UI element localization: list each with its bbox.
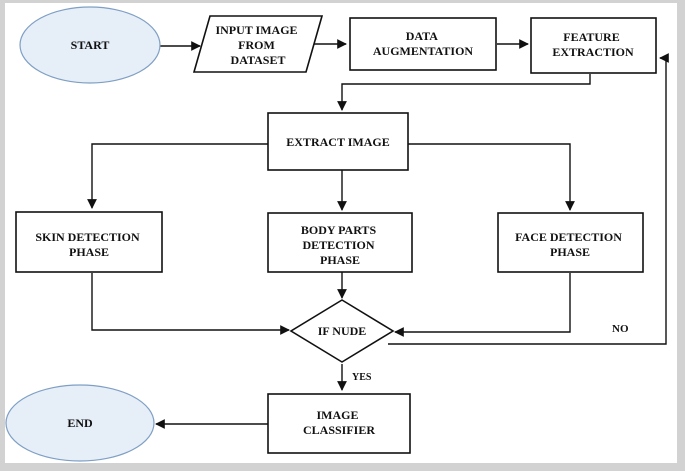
yes-label: YES [352,372,372,383]
extract-image-label: EXTRACT IMAGE [286,135,389,149]
arrow-skin-to-decision [91,273,290,335]
arrow-feature-to-extract [337,74,591,111]
extract-image-node: EXTRACT IMAGE [267,112,409,171]
face-detection-label: FACE DETECTION PHASE [515,230,625,259]
end-node: END [5,384,155,462]
connectors [87,39,669,429]
decision-label: IF NUDE [318,324,367,338]
body-parts-detection-label: BODY PARTS DETECTION PHASE [301,223,379,267]
input-image-node: INPUT IMAGE FROM DATASET [192,15,324,73]
image-classifier-node: IMAGE CLASSIFIER [267,393,411,454]
data-augmentation-label: DATA AUGMENTATION [373,29,474,58]
feature-extraction-node: FEATURE EXTRACTION [530,17,657,74]
start-label: START [71,38,110,52]
decision-node: IF NUDE [289,299,395,363]
arrow-face-to-decision [394,273,571,337]
diagram-frame: START INPUT IMAGE FROM DATASET DATA AUGM… [5,3,677,463]
flowchart: START INPUT IMAGE FROM DATASET DATA AUGM… [5,6,669,462]
image-classifier-label: IMAGE CLASSIFIER [303,408,375,437]
feature-extraction-label: FEATURE EXTRACTION [552,30,634,59]
skin-detection-label: SKIN DETECTION PHASE [35,230,142,259]
arrow-extract-to-face [408,143,575,211]
no-label: NO [612,323,629,335]
arrow-no-loop-to-feature [388,53,669,345]
end-label: END [67,416,93,430]
start-node: START [19,6,161,84]
data-augmentation-node: DATA AUGMENTATION [349,17,497,71]
arrow-extract-to-skin [87,143,268,209]
body-parts-detection-node: BODY PARTS DETECTION PHASE [267,212,413,273]
input-image-label: INPUT IMAGE FROM DATASET [215,23,300,67]
face-detection-node: FACE DETECTION PHASE [497,212,644,273]
skin-detection-node: SKIN DETECTION PHASE [15,211,163,273]
